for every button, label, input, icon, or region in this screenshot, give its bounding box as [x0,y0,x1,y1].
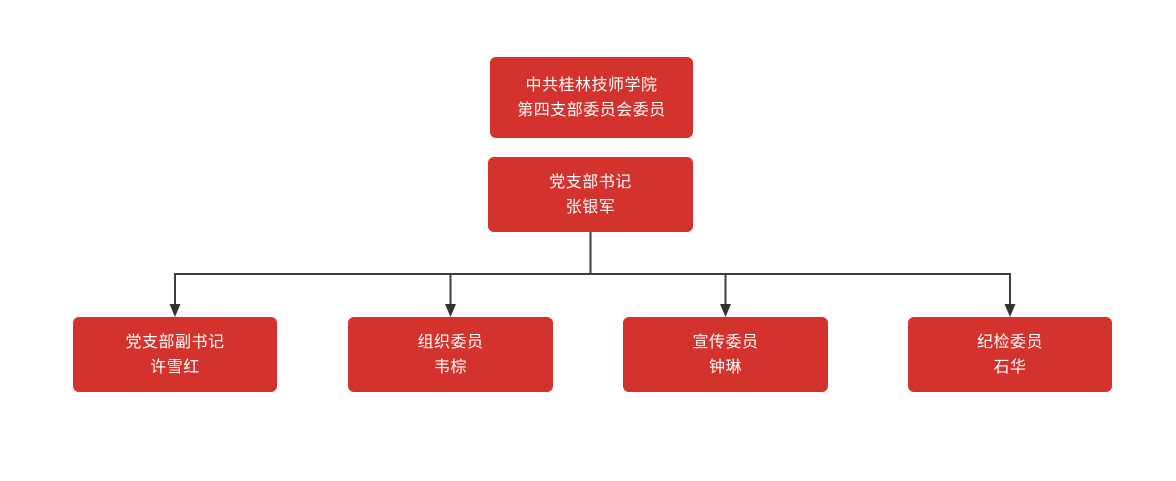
org-node-deputy-secretary[interactable]: 党支部副书记 许雪红 [73,317,277,392]
arrowhead-icon [720,304,731,317]
secretary-role: 党支部书记 [549,173,632,191]
member-name: 韦棕 [433,358,467,376]
member-name: 钟琳 [708,358,742,376]
member-role: 党支部副书记 [125,333,225,351]
org-node-organization-member[interactable]: 组织委员 韦棕 [348,317,553,392]
member-role: 宣传委员 [692,333,759,351]
arrowhead-icon [169,304,181,317]
org-node-publicity-member[interactable]: 宣传委员 钟琳 [623,317,828,392]
secretary-name: 张银军 [565,198,616,216]
org-node-committee[interactable]: 中共桂林技师学院 第四支部委员会委员 [490,57,693,138]
member-role: 纪检委员 [976,333,1043,351]
committee-title-line1: 中共桂林技师学院 [525,76,658,94]
org-node-discipline-member[interactable]: 纪检委员 石华 [908,317,1112,392]
arrowhead-icon [1004,304,1016,317]
member-name: 石华 [993,358,1027,376]
member-role: 组织委员 [417,333,484,351]
committee-title-line2: 第四支部委员会委员 [517,101,666,119]
member-name: 许雪红 [150,358,200,376]
arrowhead-icon [445,304,456,317]
org-node-secretary[interactable]: 党支部书记 张银军 [488,157,693,232]
